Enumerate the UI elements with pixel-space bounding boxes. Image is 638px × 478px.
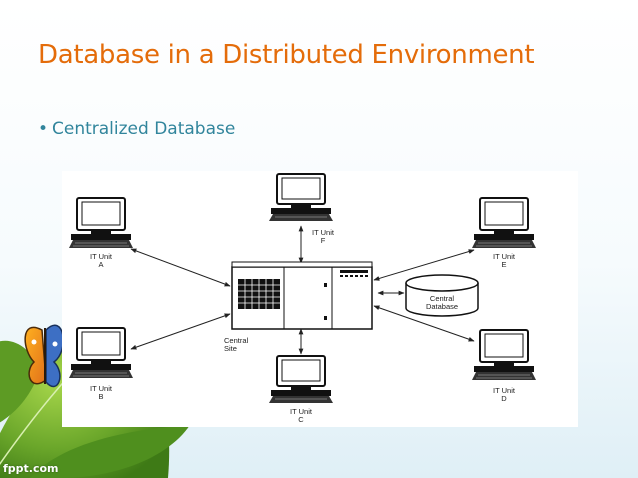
unit-e-label: IT Unit: [493, 252, 516, 261]
unit-f-letter: F: [321, 236, 326, 245]
unit-d-letter: D: [501, 394, 507, 403]
central-database-label: Central: [430, 294, 455, 303]
butterfly-icon: [24, 324, 65, 388]
computer-icon: [472, 197, 536, 248]
database-cylinder-icon: [405, 274, 479, 317]
unit-a-letter: A: [98, 260, 103, 269]
unit-b-label: IT Unit: [90, 384, 113, 393]
bullet-text: Centralized Database: [52, 119, 236, 139]
central-database: Central Database: [405, 274, 479, 317]
computer-icon: [269, 355, 333, 403]
unit-d-label: IT Unit: [493, 386, 516, 395]
unit-a-label: IT Unit: [90, 252, 113, 261]
link-unit-b: [130, 313, 231, 350]
central-site-label-2: Site: [224, 344, 237, 353]
unit-e-letter: E: [501, 260, 506, 269]
bullet-dot-icon: •: [38, 119, 49, 139]
workstation-unit-c: IT Unit C: [269, 355, 333, 424]
workstation-unit-b: IT Unit B: [69, 327, 133, 401]
central-site-label: Central: [224, 336, 249, 345]
workstation-unit-e: IT Unit E: [472, 197, 536, 269]
workstation-unit-d: IT Unit D: [472, 329, 536, 403]
computer-icon: [69, 197, 133, 248]
link-unit-a: [130, 248, 231, 287]
unit-c-letter: C: [298, 415, 304, 424]
central-database-label-2: Database: [426, 302, 458, 311]
mainframe-icon: [231, 261, 373, 330]
central-site-mainframe: Central Site: [224, 261, 373, 353]
computer-icon: [69, 327, 133, 378]
fppt-watermark: fppt.com: [3, 462, 59, 475]
workstation-unit-a: IT Unit A: [69, 197, 133, 269]
unit-f-label: IT Unit: [312, 228, 335, 237]
unit-c-label: IT Unit: [290, 407, 313, 416]
unit-b-letter: B: [98, 392, 103, 401]
computer-icon: [269, 173, 333, 221]
link-unit-d: [373, 305, 475, 342]
link-unit-e: [373, 249, 475, 281]
slide-title: Database in a Distributed Environment: [38, 40, 535, 70]
workstation-unit-f: IT Unit F: [269, 173, 335, 245]
computer-icon: [472, 329, 536, 380]
connector-lines: [130, 225, 475, 355]
bullet-item: •Centralized Database: [38, 119, 235, 139]
